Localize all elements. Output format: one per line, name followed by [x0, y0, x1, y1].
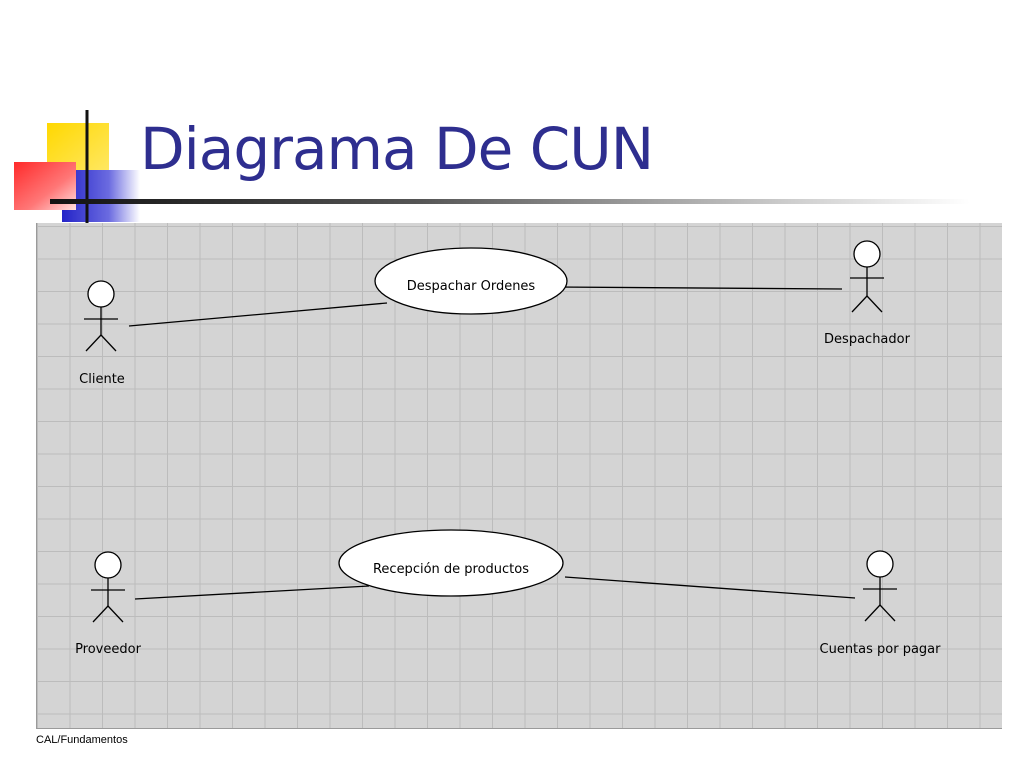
- actor-head-icon: [87, 280, 115, 308]
- slide-title: Diagrama De CUN: [140, 115, 654, 183]
- actor-despachador[interactable]: [850, 240, 884, 313]
- usecase-despachar-ordenes[interactable]: Despachar Ordenes: [374, 247, 568, 315]
- actor-proveedor[interactable]: [91, 551, 125, 623]
- title-divider: [50, 199, 970, 204]
- actor-label-proveedor: Proveedor: [75, 642, 142, 657]
- actor-label-cuentas-por-pagar: Cuentas por pagar: [820, 642, 942, 657]
- usecase-label-recepcion: Recepción de productos: [373, 562, 529, 577]
- association-recepcion-cuentas: [564, 576, 856, 599]
- actor-label-cliente: Cliente: [79, 372, 125, 387]
- association-proveedor-recepcion: [134, 585, 370, 600]
- diagram-canvas: Despachar Ordenes Recepción de productos…: [75, 240, 942, 657]
- actor-head-icon: [94, 551, 122, 579]
- slide-footer: CAL/Fundamentos: [36, 734, 128, 746]
- actor-label-despachador: Despachador: [824, 332, 911, 347]
- actor-head-icon: [866, 550, 894, 578]
- actor-head-icon: [853, 240, 881, 268]
- usecase-label-despachar: Despachar Ordenes: [407, 279, 536, 294]
- actor-cliente[interactable]: [84, 280, 118, 352]
- use-case-diagram: Despachar Ordenes Recepción de productos…: [36, 223, 1002, 729]
- association-cliente-despachar: [128, 302, 388, 327]
- actor-cuentas-por-pagar[interactable]: [863, 550, 897, 622]
- slide-logo: [14, 110, 140, 225]
- association-despachar-despachador: [554, 286, 843, 290]
- usecase-recepcion-productos[interactable]: Recepción de productos: [338, 529, 564, 597]
